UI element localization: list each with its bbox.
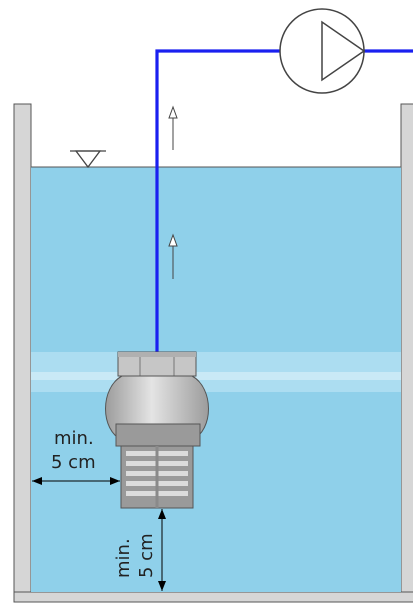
pipe-line [155, 49, 280, 352]
water-highlight-band [31, 352, 401, 392]
foot-valve-strainer [105, 351, 209, 509]
flow-arrow-up-icon [168, 105, 178, 150]
pump-symbol-icon [279, 8, 366, 94]
tank-left-wall [13, 103, 32, 601]
side-clearance-label-line2: 5 cm [51, 452, 96, 473]
strainer-collar [115, 423, 201, 447]
bottom-clearance-label-line1: min. [113, 538, 134, 578]
tank-right-wall [400, 103, 413, 601]
side-clearance-label-line1: min. [54, 428, 94, 449]
water-highlight-band-2 [31, 372, 401, 380]
side-clearance-dimension [32, 477, 120, 485]
tank [13, 103, 413, 603]
flow-arrow-up-icon [168, 233, 178, 279]
bottom-clearance-label-line2: 5 cm [136, 533, 157, 578]
suction-pipe [155, 49, 413, 352]
bottom-clearance-dimension [158, 509, 166, 591]
water-body [31, 166, 401, 592]
water-level-triangle-icon [70, 150, 106, 169]
tank-floor [13, 591, 413, 603]
